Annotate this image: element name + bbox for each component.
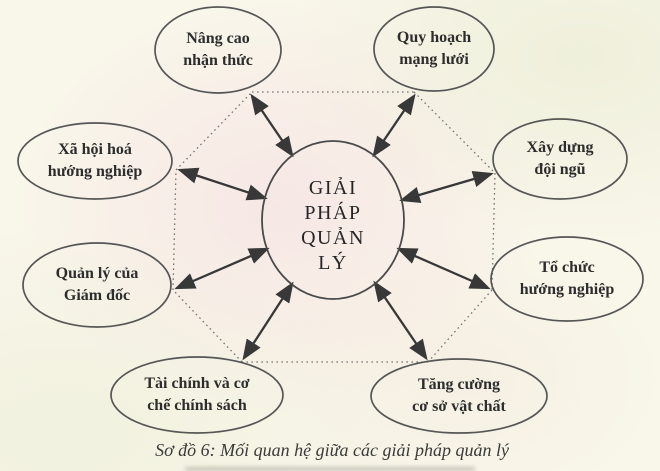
dotted-octagon <box>172 91 496 363</box>
node-label-line-1: Tổ chức <box>539 259 594 276</box>
center-node: GIẢI PHÁP QUẢN LÝ <box>261 140 405 300</box>
node-label-line-2: Giám đốc <box>64 287 130 304</box>
node-label-line-1: Tăng cường <box>418 376 500 393</box>
center-node-ellipse <box>261 140 405 300</box>
arrow-center-quan-ly <box>174 247 270 290</box>
dotted-edge-top-right <box>413 91 496 174</box>
node-label-line-2: nhận thức <box>183 52 253 69</box>
node-quan-ly-cua-giam-doc: Quản lý của Giám đốc <box>22 242 172 328</box>
dotted-edge-top-left <box>175 91 253 171</box>
node-ellipse <box>17 122 173 200</box>
arrow-center-quy-hoach <box>372 93 416 158</box>
node-label-line-1: Xây dựng <box>527 139 594 156</box>
node-ellipse <box>490 236 644 322</box>
dotted-edge-bottom-left <box>172 289 243 363</box>
node-ellipse <box>373 6 495 92</box>
node-ellipse <box>110 356 284 434</box>
node-label-line-2: hướng nghiệp <box>520 281 615 298</box>
node-label-line-2: hướng nghiệp <box>48 163 143 180</box>
arrow-center-tang-cuong <box>373 280 428 361</box>
node-label-line-2: đội ngũ <box>534 161 585 178</box>
dotted-edge-bottom-right <box>427 289 493 363</box>
center-label-line-1: GIẢI <box>309 176 357 199</box>
node-xay-dung-doi-ngu: Xây dựng đội ngũ <box>492 118 628 200</box>
node-ellipse <box>154 6 282 94</box>
node-nang-cao-nhan-thuc: Nâng cao nhận thức <box>154 6 282 94</box>
node-xa-hoi-hoa-huong-nghiep: Xã hội hoá hướng nghiệp <box>17 122 173 200</box>
dotted-edge-left <box>172 169 177 291</box>
node-label-line-2: chế chính sách <box>147 397 247 414</box>
node-ellipse <box>22 242 172 328</box>
node-tai-chinh-co-che: Tài chính và cơ chế chính sách <box>110 356 284 434</box>
scan-smudge <box>185 467 475 471</box>
node-to-chuc-huong-nghiep: Tổ chức hướng nghiệp <box>490 236 644 322</box>
node-tang-cuong-vat-chat: Tăng cường cơ sở vật chất <box>370 358 548 434</box>
node-label-line-2: mạng lưới <box>399 51 469 68</box>
center-node-arrows <box>174 93 494 361</box>
node-label-line-1: Nâng cao <box>186 30 250 47</box>
node-ellipse <box>370 358 548 434</box>
node-label-line-1: Quy hoạch <box>397 29 471 46</box>
arrow-center-to-chuc <box>396 247 491 290</box>
node-label-line-1: Xã hội hoá <box>58 141 132 158</box>
node-ellipse <box>492 118 628 200</box>
arrow-center-xay-dung <box>399 171 494 203</box>
node-label-line-1: Tài chính và cơ <box>144 375 249 392</box>
node-label-line-1: Quản lý của <box>56 265 139 282</box>
center-label-line-4: LÝ <box>318 251 348 274</box>
arrow-center-nang-cao <box>250 93 294 158</box>
arrow-center-xa-hoi-hoa <box>177 167 268 201</box>
node-label-line-2: cơ sở vật chất <box>412 398 506 415</box>
diagram-caption: Sơ đồ 6: Mối quan hệ giữa các giải pháp … <box>155 440 509 460</box>
arrow-center-tai-chinh <box>242 281 294 361</box>
center-label-line-3: QUẢN <box>301 226 365 249</box>
center-label-line-2: PHÁP <box>304 201 361 224</box>
node-quy-hoach-mang-luoi: Quy hoạch mạng lưới <box>373 6 495 92</box>
